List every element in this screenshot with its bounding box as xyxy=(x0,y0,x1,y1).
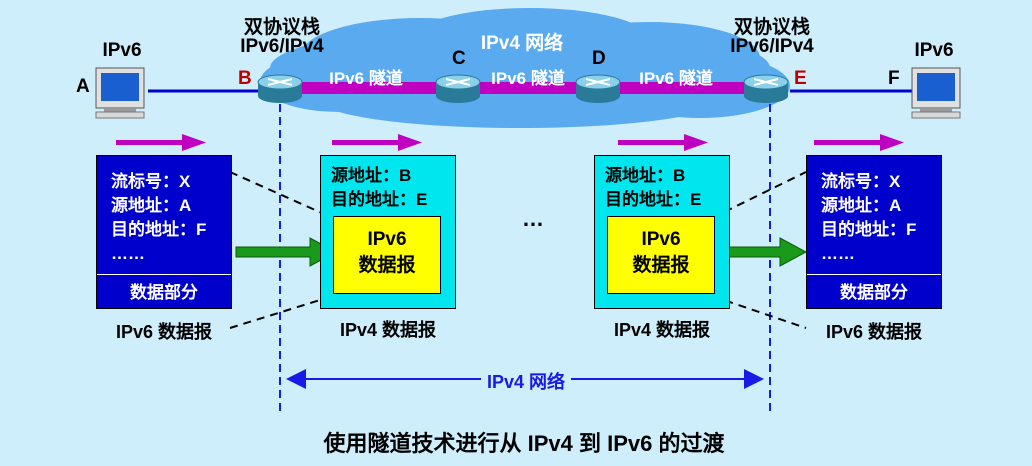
ipv4-datagram-caption-left: IPv4 数据报 xyxy=(339,320,437,340)
router-icon xyxy=(575,74,621,103)
flow-label-field: 流标号：X xyxy=(821,172,901,191)
node-b-title: 双协议栈 xyxy=(243,17,321,38)
ipv4-datagram-left: 源地址：B 目的地址：E IPv6 数据报 xyxy=(320,155,456,309)
destination-address-field: 目的地址：F xyxy=(821,220,917,239)
source-address-field: 源地址：B xyxy=(605,166,686,185)
encapsulated-ipv6-datagram: IPv6 数据报 xyxy=(333,216,441,294)
ipv6-datagram-caption-left: IPv6 数据报 xyxy=(115,322,213,342)
source-address-field: 源地址：B xyxy=(331,166,412,185)
ipv6-datagram-right: 流标号：X 源地址：A 目的地址：F …… 数据部分 xyxy=(806,155,942,309)
more-fields: …… xyxy=(111,244,145,263)
diagram-title: 使用隧道技术进行从 IPv4 到 IPv6 的过渡 xyxy=(323,431,725,456)
node-e-title: 双协议栈 xyxy=(733,17,811,38)
payload-field: 数据部分 xyxy=(130,283,198,302)
right-arrow-icon xyxy=(814,134,904,151)
header-payload-divider xyxy=(97,274,231,275)
node-a-letter: A xyxy=(76,76,90,97)
router-icon xyxy=(435,74,481,103)
tunnel-label-3: IPv6 隧道 xyxy=(639,69,713,88)
cloud-label: IPv4 网络 xyxy=(480,33,564,54)
computer-icon xyxy=(911,67,961,119)
router-icon xyxy=(743,74,789,103)
node-e-letter: E xyxy=(794,68,807,89)
node-c-letter: C xyxy=(452,48,466,69)
inner-line-1: IPv6 xyxy=(367,229,407,250)
tunnel-label-1: IPv6 隧道 xyxy=(329,69,403,88)
tunnel-label-2: IPv6 隧道 xyxy=(491,69,565,88)
inner-line-1: IPv6 xyxy=(641,229,681,250)
ipv4-datagram-right: 源地址：B 目的地址：E IPv6 数据报 xyxy=(594,155,730,309)
ipv6-datagram-caption-right: IPv6 数据报 xyxy=(825,322,923,342)
router-icon xyxy=(257,74,303,103)
payload-field: 数据部分 xyxy=(840,283,908,302)
right-arrow-icon xyxy=(618,134,708,151)
source-address-field: 源地址：A xyxy=(111,196,192,215)
destination-address-field: 目的地址：E xyxy=(331,190,428,209)
ipv6-datagram-left: 流标号：X 源地址：A 目的地址：F …… 数据部分 xyxy=(96,155,232,309)
destination-address-field: 目的地址：F xyxy=(111,220,207,239)
node-f-title: IPv6 xyxy=(914,40,954,61)
ipv4-datagram-caption-right: IPv4 数据报 xyxy=(613,320,711,340)
ellipsis: … xyxy=(522,206,544,231)
node-d-letter: D xyxy=(592,48,606,69)
right-arrow-icon xyxy=(116,134,206,151)
node-f-letter: F xyxy=(888,68,900,89)
node-a-title: IPv6 xyxy=(102,40,142,61)
inner-line-2: 数据报 xyxy=(358,255,416,276)
more-fields: …… xyxy=(821,244,855,263)
inner-line-2: 数据报 xyxy=(632,255,690,276)
node-b-subtitle: IPv6/IPv4 xyxy=(240,36,324,57)
node-b-letter: B xyxy=(238,68,252,89)
encapsulated-ipv6-datagram: IPv6 数据报 xyxy=(607,216,715,294)
computer-icon xyxy=(95,67,145,119)
right-arrow-icon xyxy=(332,134,422,151)
ipv4-span-label: IPv4 网络 xyxy=(480,368,572,394)
header-payload-divider xyxy=(807,274,941,275)
flow-label-field: 流标号：X xyxy=(111,172,191,191)
destination-address-field: 目的地址：E xyxy=(605,190,702,209)
source-address-field: 源地址：A xyxy=(821,196,902,215)
node-e-subtitle: IPv6/IPv4 xyxy=(730,36,814,57)
